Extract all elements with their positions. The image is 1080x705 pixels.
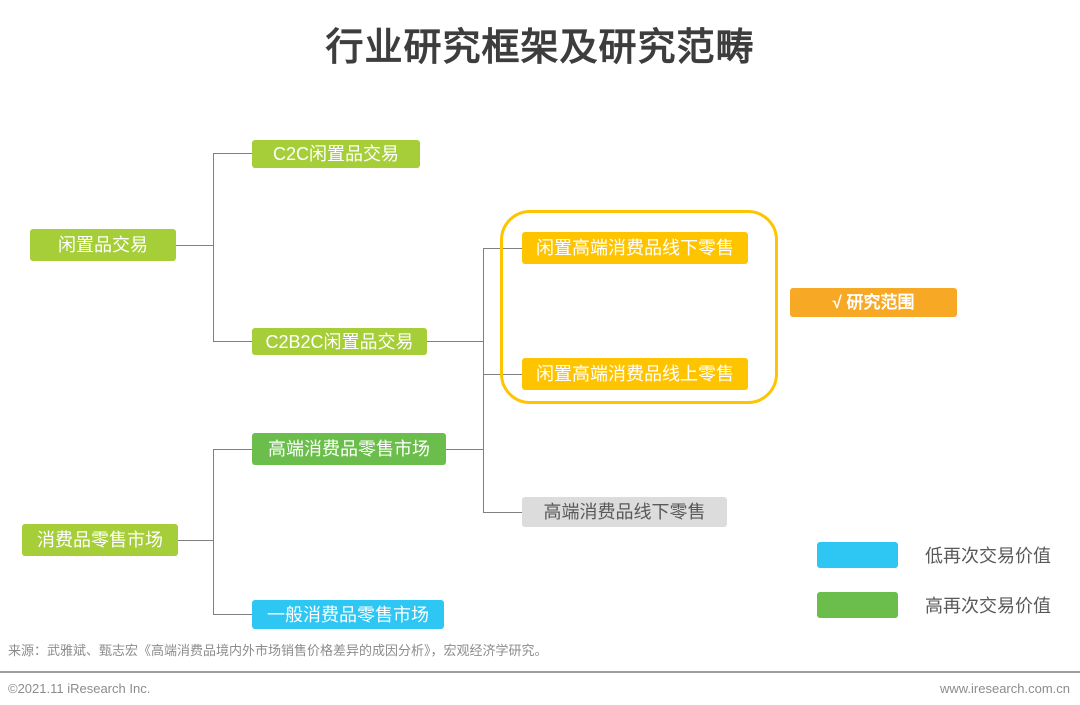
legend-swatch-high-resale-value (817, 592, 898, 618)
connector-line (446, 449, 483, 450)
connector-line (213, 153, 214, 342)
node-consumer-retail-market: 消费品零售市场 (22, 524, 178, 556)
legend-label-high-resale-value: 高再次交易价值 (925, 596, 1051, 616)
legend-label-low-resale-value: 低再次交易价值 (925, 546, 1051, 566)
connector-line (483, 248, 484, 512)
connector-line (427, 341, 483, 342)
legend-swatch-low-resale-value (817, 542, 898, 568)
node-c2b2c-idle-trading: C2B2C闲置品交易 (252, 328, 427, 355)
node-general-consumer-retail: 一般消费品零售市场 (252, 600, 444, 629)
node-luxury-offline-retail: 高端消费品线下零售 (522, 497, 727, 527)
connector-line (176, 245, 213, 246)
footer-divider (0, 671, 1080, 673)
footer-website: www.iresearch.com.cn (939, 681, 1070, 696)
node-idle-luxury-offline-retail: 闲置高端消费品线下零售 (522, 232, 748, 264)
connector-line (178, 540, 213, 541)
connector-line (213, 449, 252, 450)
research-scope-outline (500, 210, 778, 404)
page-title: 行业研究框架及研究范畴 (325, 27, 755, 69)
connector-line (213, 449, 214, 614)
research-scope-badge: √ 研究范围 (790, 288, 957, 317)
connector-line (213, 341, 252, 342)
node-idle-goods-trading: 闲置品交易 (30, 229, 176, 261)
footer-copyright: ©2021.11 iResearch Inc. (8, 681, 151, 696)
connector-line (483, 512, 522, 513)
node-c2c-idle-trading: C2C闲置品交易 (252, 140, 420, 168)
connector-line (213, 614, 252, 615)
connector-line (213, 153, 252, 154)
source-note: 来源：武雅斌、甄志宏《高端消费品境内外市场销售价格差异的成因分析》，宏观经济学研… (8, 643, 548, 658)
node-idle-luxury-online-retail: 闲置高端消费品线上零售 (522, 358, 748, 390)
node-luxury-retail-market: 高端消费品零售市场 (252, 433, 446, 465)
